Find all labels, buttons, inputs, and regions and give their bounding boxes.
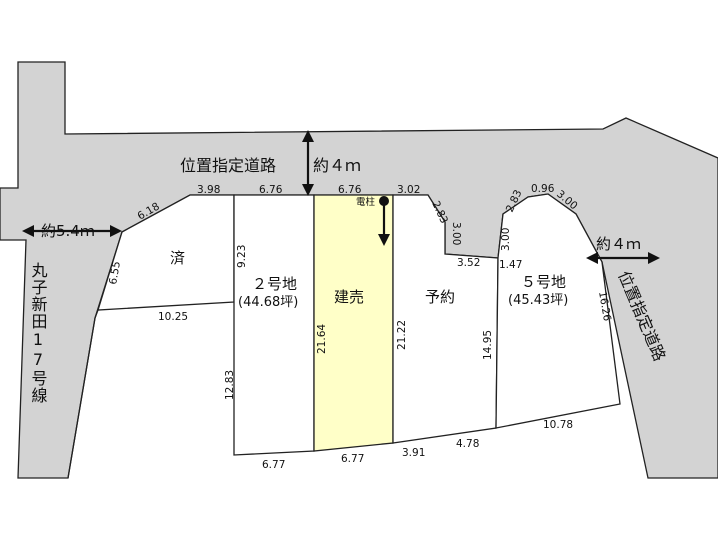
lot-2-area: (44.68坪) <box>238 295 298 310</box>
lot-5-label: ５号地 <box>521 273 566 291</box>
dim-3-00a: 3.00 <box>450 222 462 245</box>
boundary-west-lower <box>67 309 99 479</box>
lot-sold <box>97 194 235 311</box>
arrowhead-west-right <box>110 225 122 237</box>
arrowhead-west-left <box>22 225 34 237</box>
arrowhead-north-up <box>302 130 314 142</box>
dim-3-91: 3.91 <box>402 447 425 459</box>
dim-9-23: 9.23 <box>236 245 248 268</box>
dim-16-26: 16.26 <box>596 290 613 322</box>
east-road-width: 約４ｍ <box>596 235 641 253</box>
pole-arrowhead <box>378 234 390 246</box>
dim-12-83: 12.83 <box>224 370 236 400</box>
dim-4-78: 4.78 <box>456 438 479 450</box>
dim-3-00b: 3.00 <box>500 228 512 251</box>
north-road-width: 約４ｍ <box>313 156 361 175</box>
lot-5-area: (45.43坪) <box>508 293 568 308</box>
dim-6-76b: 6.76 <box>338 184 362 196</box>
dim-6-77b: 6.77 <box>341 453 364 465</box>
dim-21-22: 21.22 <box>396 320 408 350</box>
dim-3-98: 3.98 <box>197 184 220 196</box>
arrowhead-east-right <box>648 252 660 264</box>
dim-6-76a: 6.76 <box>259 184 283 196</box>
lot-2-label: ２号地 <box>252 275 297 293</box>
lot-built-label: 建売 <box>334 288 364 306</box>
dim-0-96: 0.96 <box>531 183 555 195</box>
lot-reserved <box>392 194 499 444</box>
pole-label: 電柱 <box>356 196 376 208</box>
dim-6-55: 6.55 <box>107 260 123 285</box>
lot-2 <box>233 194 315 456</box>
west-road-width: 約5.4ｍ <box>41 222 95 240</box>
dim-21-64: 21.64 <box>316 324 328 354</box>
north-road-name: 位置指定道路 <box>180 156 276 175</box>
west-road-name: 丸子新田17号線 <box>29 262 48 404</box>
lot-sold-label: 済 <box>170 249 185 267</box>
arrowhead-east-left <box>586 252 598 264</box>
arrowhead-north-down <box>302 184 314 196</box>
dim-14-95: 14.95 <box>482 330 494 360</box>
dim-3-02: 3.02 <box>397 184 420 196</box>
dim-10-78: 10.78 <box>543 419 573 431</box>
lot-5 <box>495 193 621 429</box>
dim-3-52: 3.52 <box>457 257 480 269</box>
dim-10-25: 10.25 <box>158 311 188 323</box>
lot-built <box>313 194 394 452</box>
lot-reserved-label: 予約 <box>425 288 455 306</box>
dim-1-47: 1.47 <box>499 259 522 271</box>
dim-6-77a: 6.77 <box>262 459 285 471</box>
utility-pole-icon <box>379 196 389 206</box>
